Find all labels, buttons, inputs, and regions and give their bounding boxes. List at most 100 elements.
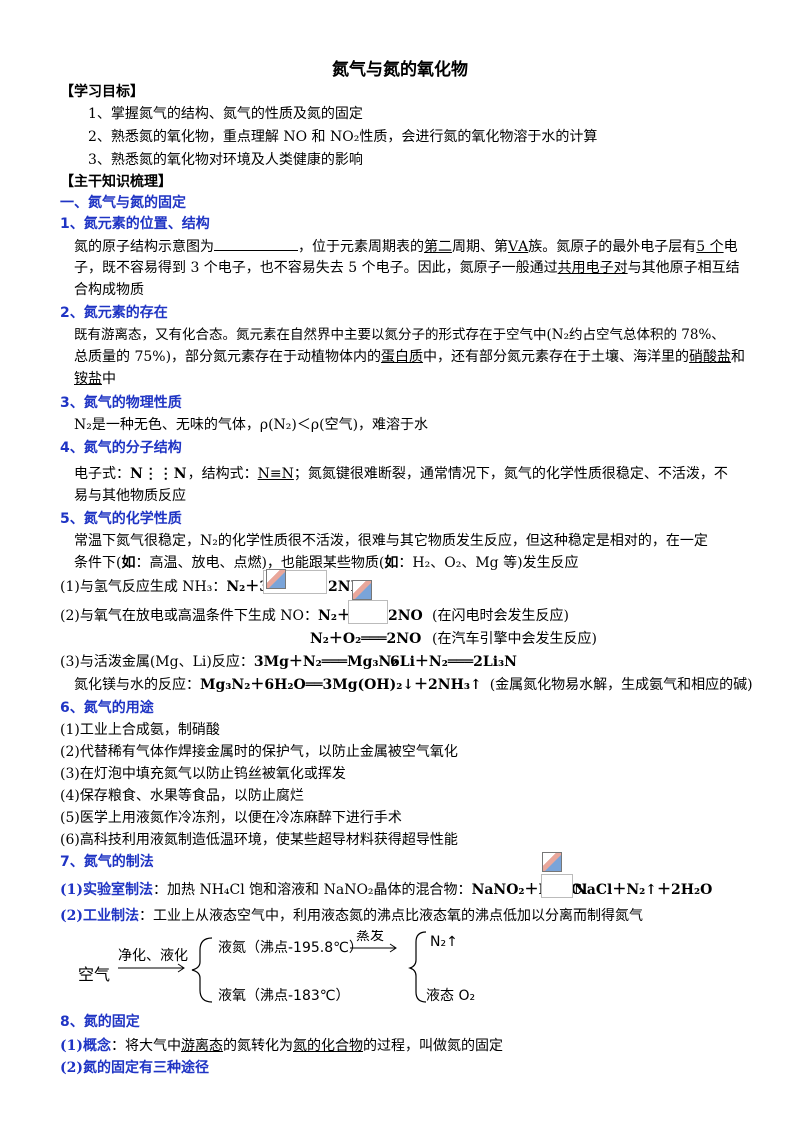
equation: NaCl＋N₂↑＋2H₂O [574, 882, 713, 898]
underlined-answer: 蛋白质 [381, 349, 424, 365]
broken-image-icon [542, 852, 562, 872]
underlined-answer: 氮的化合物 [293, 1038, 363, 1054]
paragraph-line: (2)工业制法：工业上从液态空气中，利用液态氮的沸点比液态氧的沸点低加以分离而制… [60, 906, 643, 926]
subsection-heading: 5、氮气的化学性质 [60, 511, 182, 527]
section-heading: 一、氮气与氮的固定 [60, 195, 186, 211]
diagram-out-n2: N₂↑ [430, 934, 458, 950]
text: 与其他原子相互结 [627, 260, 740, 276]
reaction-condition-image [348, 600, 388, 624]
electron-formula: N⋮⋮N [130, 466, 188, 482]
note: (在闪电时会发生反应) [432, 608, 569, 624]
diagram-air-label: 空气 [78, 965, 110, 984]
diagram-liquid-o2: 液氧（沸点-183℃） [218, 988, 350, 1004]
text: ；氮氮键很难断裂，通常情况下，氮气的化学性质很稳定、不活泼，不 [293, 466, 728, 482]
underlined-answer: 游离态 [181, 1038, 223, 1054]
text: 中 [102, 371, 116, 387]
paragraph-line: 易与其他物质反应 [74, 488, 186, 504]
text: ：工业上从液态空气中，利用液态氮的沸点比液态氧的沸点低加以分离而制得氮气 [139, 908, 643, 924]
text: 子，既不容易得到 3 个电子，也不容易失去 5 个电子。因此，氮原子一般通过 [74, 260, 558, 276]
text: (1)概念 [60, 1038, 111, 1054]
diagram-step1-label: 净化、液化 [118, 948, 188, 964]
text: 总质量的 75%)，部分氮元素存在于动植物体内的 [74, 349, 382, 365]
paragraph-line: 电子式：N⋮⋮N，结构式：N≡N；氮氮键很难断裂，通常情况下，氮气的化学性质很稳… [74, 464, 728, 484]
text: 如 [121, 555, 136, 571]
underlined-answer: ⅤA [508, 239, 529, 255]
subsection-heading: 4、氮气的分子结构 [60, 440, 182, 456]
reaction-line: (1)实验室制法：加热 NH₄Cl 饱和溶液和 NaNO₂晶体的混合物：NaNO… [60, 880, 587, 900]
arrow-head [177, 963, 185, 973]
text: 和 [731, 349, 746, 365]
paragraph-line: 铵盐中 [74, 369, 116, 389]
equation: Mg₃N₂＋6H₂O══3Mg(OH)₂↓＋2NH₃↑ [200, 677, 482, 693]
text: 电子式： [74, 466, 130, 482]
brace-left [191, 937, 213, 1003]
paragraph-line: 氮的原子结构示意图为，位于元素周期表的第二周期、第ⅤA族。氮原子的最外电子层有5… [74, 236, 738, 257]
reaction-condition-image [541, 874, 573, 898]
text: (1)实验室制法 [60, 882, 153, 898]
equation: 3Mg＋N₂═══Mg₃N₂ [253, 654, 398, 670]
broken-image-icon [352, 580, 372, 600]
text: 周期、第 [452, 239, 508, 255]
text: 的氮转化为 [223, 1038, 293, 1054]
list-item: (5)医学上用液氮作冷冻剂，以便在冷冻麻醉下进行手术 [60, 810, 402, 826]
list-item: (4)保存粮食、水果等食品，以防止腐烂 [60, 788, 304, 804]
note: (在汽车引擎中会发生反应) [432, 631, 597, 647]
paragraph-line: (2)氮的固定有三种途径 [60, 1060, 209, 1076]
diagram-out-o2: 液态 O₂ [426, 988, 475, 1004]
underlined-answer: N≡N [257, 466, 294, 482]
list-item: (1)工业上合成氨，制硝酸 [60, 722, 220, 738]
goal-item: 2、熟悉氮的氧化物，重点理解 NO 和 NO₂性质，会进行氮的氧化物溶于水的计算 [88, 129, 598, 145]
text: (2)工业制法 [60, 908, 139, 924]
goals-header: 【学习目标】 [60, 84, 144, 100]
text: 中，还有部分氮元素存在于土壤、海洋里的 [423, 349, 690, 365]
list-item: (6)高科技利用液氮制造低温环境，使某些超导材料获得超导性能 [60, 832, 458, 848]
text: 氮的原子结构示意图为 [74, 239, 214, 255]
underlined-answer: 共用电子对 [557, 260, 628, 276]
text: ，位于元素周期表的 [298, 239, 424, 255]
subsection-heading: 7、氮气的制法 [60, 854, 154, 870]
arrow-head [389, 943, 397, 953]
answer-blank[interactable] [214, 236, 298, 251]
paragraph-line: (1)概念：将大气中游离态的氮转化为氮的化合物的过程，叫做氮的固定 [60, 1036, 503, 1056]
list-item: (3)在灯泡中填充氮气以防止钨丝被氧化或挥发 [60, 766, 346, 782]
list-item: (2)代替稀有气体作焊接金属时的保护气，以防止金属被空气氧化 [60, 744, 458, 760]
text: ，结构式： [187, 466, 258, 482]
paragraph-line: 条件下(如：高温、放电、点燃)，也能跟某些物质(如：H₂、O₂、Mg 等)发生反… [74, 553, 579, 573]
text: ：高温、放电、点燃)，也能跟某些物质( [135, 555, 385, 571]
reaction-line: 氮化镁与水的反应：Mg₃N₂＋6H₂O══3Mg(OH)₂↓＋2NH₃↑ (金属氮… [74, 675, 753, 695]
goal-item: 1、掌握氮气的结构、氮气的性质及氮的固定 [88, 106, 363, 122]
reaction-line: (1)与氢气反应生成 NH₃：N₂＋3H₂ [60, 577, 288, 597]
text: (3)与活泼金属(Mg、Li)反应： [60, 654, 254, 670]
goal-item: 3、熟悉氮的氧化物对环境及人类健康的影响 [88, 152, 363, 168]
reaction-line: (2)与氧气在放电或高温条件下生成 NO：N₂＋O₂ [60, 606, 369, 626]
paragraph-line: 常温下氮气很稳定，N₂的化学性质很不活泼，很难与其它物质发生反应，但这种稳定是相… [74, 533, 708, 549]
text: (1)与氢气反应生成 NH₃： [60, 579, 227, 595]
text: 氮化镁与水的反应： [74, 677, 200, 693]
diagram-step2-label: 蒸发 [356, 930, 384, 944]
subsection-heading: 1、氮元素的位置、结构 [60, 216, 210, 232]
paragraph-line: 子，既不容易得到 3 个电子，也不容易失去 5 个电子。因此，氮原子一般通过共用… [74, 258, 740, 278]
text: ：加热 NH₄Cl 饱和溶液和 NaNO₂晶体的混合物： [153, 882, 472, 898]
equation: 6Li＋N₂═══2Li₃N [390, 654, 517, 670]
text: ：H₂、O₂、Mg 等)发生反应 [398, 555, 579, 571]
paragraph-line: 总质量的 75%)，部分氮元素存在于动植物体内的蛋白质中，还有部分氮元素存在于土… [74, 347, 745, 367]
equation: 2NO [388, 608, 423, 624]
underlined-answer: 铵盐 [74, 371, 102, 387]
reaction-line: (3)与活泼金属(Mg、Li)反应：3Mg＋N₂═══Mg₃N₂ [60, 652, 397, 672]
underlined-answer: 第二 [424, 239, 452, 255]
underlined-answer: 硝酸盐 [689, 349, 732, 365]
equation: N₂＋O₂═══2NO [310, 631, 422, 647]
underlined-answer: 5 个 [696, 239, 724, 255]
knowledge-header: 【主干知识梳理】 [60, 174, 172, 190]
text: 的过程，叫做氮的固定 [363, 1038, 503, 1054]
brace-right [408, 931, 427, 1003]
text: 如 [384, 555, 399, 571]
subsection-heading: 8、氮的固定 [60, 1014, 140, 1030]
text: 电 [723, 239, 738, 255]
text: 条件下( [74, 555, 122, 571]
subsection-heading: 3、氮气的物理性质 [60, 395, 182, 411]
broken-image-icon [266, 569, 286, 589]
subsection-heading: 2、氮元素的存在 [60, 305, 168, 321]
note: (金属氮化物易水解，生成氨气和相应的碱) [489, 677, 753, 693]
